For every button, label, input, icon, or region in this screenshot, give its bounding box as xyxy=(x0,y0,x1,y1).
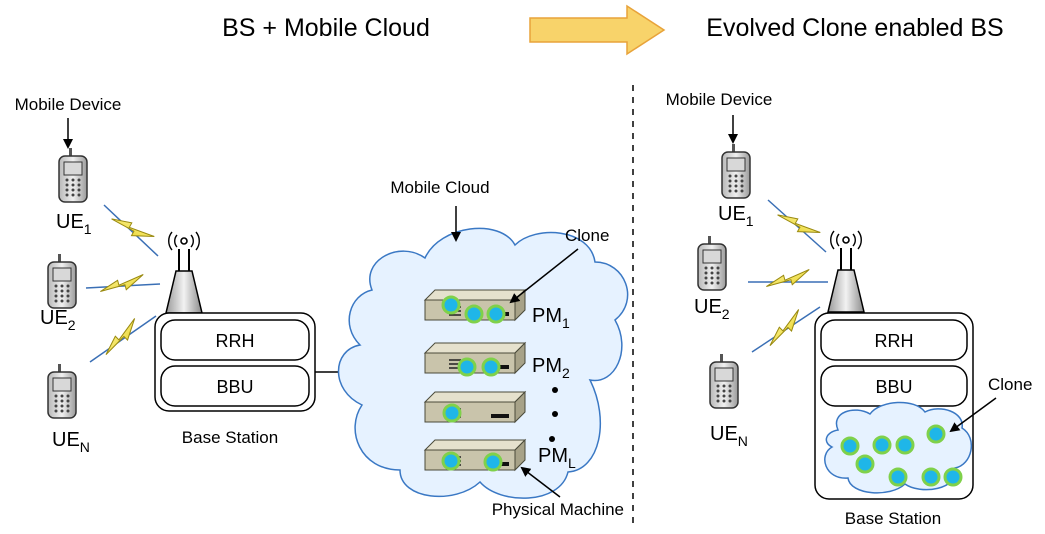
rrh-label: RRH xyxy=(216,331,255,351)
wireless-link-icon xyxy=(103,204,159,257)
wireless-link-icon xyxy=(85,273,161,293)
phone-icon xyxy=(47,363,77,419)
ue-label: UE1 xyxy=(718,203,754,229)
clone-icon xyxy=(442,403,462,423)
bbu-block xyxy=(160,365,310,407)
clone-icon xyxy=(840,436,860,456)
wireless-link-icon xyxy=(767,199,827,253)
physical-machine-icon xyxy=(424,439,526,471)
clone-icon xyxy=(943,467,963,487)
clone-icon xyxy=(888,467,908,487)
left-title: BS + Mobile Cloud xyxy=(222,14,430,42)
clone-icon xyxy=(486,304,506,324)
rrh-block xyxy=(820,319,968,361)
clone-icon xyxy=(895,435,915,455)
rrh-block xyxy=(160,319,310,361)
physical-machine-icon xyxy=(424,391,526,423)
mobile-device-label-right: Mobile Device xyxy=(666,90,773,109)
bbu-label: BBU xyxy=(875,377,912,397)
clone-icon xyxy=(464,304,484,324)
wireless-link-icon xyxy=(751,306,821,353)
ellipsis-dots xyxy=(549,387,558,442)
right-title: Evolved Clone enabled BS xyxy=(706,14,1003,42)
pm-label: PM2 xyxy=(532,355,570,381)
ue-label: UE1 xyxy=(56,211,92,237)
base-station-left: RRH BBU xyxy=(154,312,316,412)
ue-label: UEN xyxy=(52,429,90,455)
physical-machine-label: Physical Machine xyxy=(492,500,624,519)
clone-icon xyxy=(481,357,501,377)
wireless-link-icon xyxy=(748,268,828,288)
base-station-label-left: Base Station xyxy=(182,428,278,447)
ue-label: UE2 xyxy=(694,296,730,322)
phone-icon xyxy=(697,235,727,291)
clone-icon xyxy=(441,451,461,471)
pm-label: PM1 xyxy=(532,305,570,331)
ue-label: UEN xyxy=(710,423,748,449)
transition-arrow xyxy=(529,4,666,56)
antenna-tower-icon xyxy=(827,230,865,313)
clone-icon xyxy=(855,454,875,474)
bbu-label: BBU xyxy=(216,377,253,397)
ue-label: UE2 xyxy=(40,307,76,333)
clone-icon xyxy=(457,357,477,377)
wireless-link-icon xyxy=(89,315,157,363)
rrh-label: RRH xyxy=(875,331,914,351)
clone-icon xyxy=(921,467,941,487)
phone-icon xyxy=(709,353,739,409)
antenna-tower-icon xyxy=(165,231,203,314)
phone-icon xyxy=(58,147,88,203)
phone-icon xyxy=(47,253,77,309)
clone-label-left: Clone xyxy=(565,226,609,245)
clone-icon xyxy=(872,435,892,455)
clone-icon xyxy=(441,295,461,315)
phone-icon xyxy=(721,143,751,199)
clone-icon xyxy=(926,424,946,444)
mobile-device-label-left: Mobile Device xyxy=(15,95,122,114)
clone-icon xyxy=(483,452,503,472)
base-station-label-right: Base Station xyxy=(845,509,941,528)
clone-label-right: Clone xyxy=(988,375,1032,394)
pm-label: PML xyxy=(538,445,576,471)
mobile-cloud-label: Mobile Cloud xyxy=(390,178,489,197)
